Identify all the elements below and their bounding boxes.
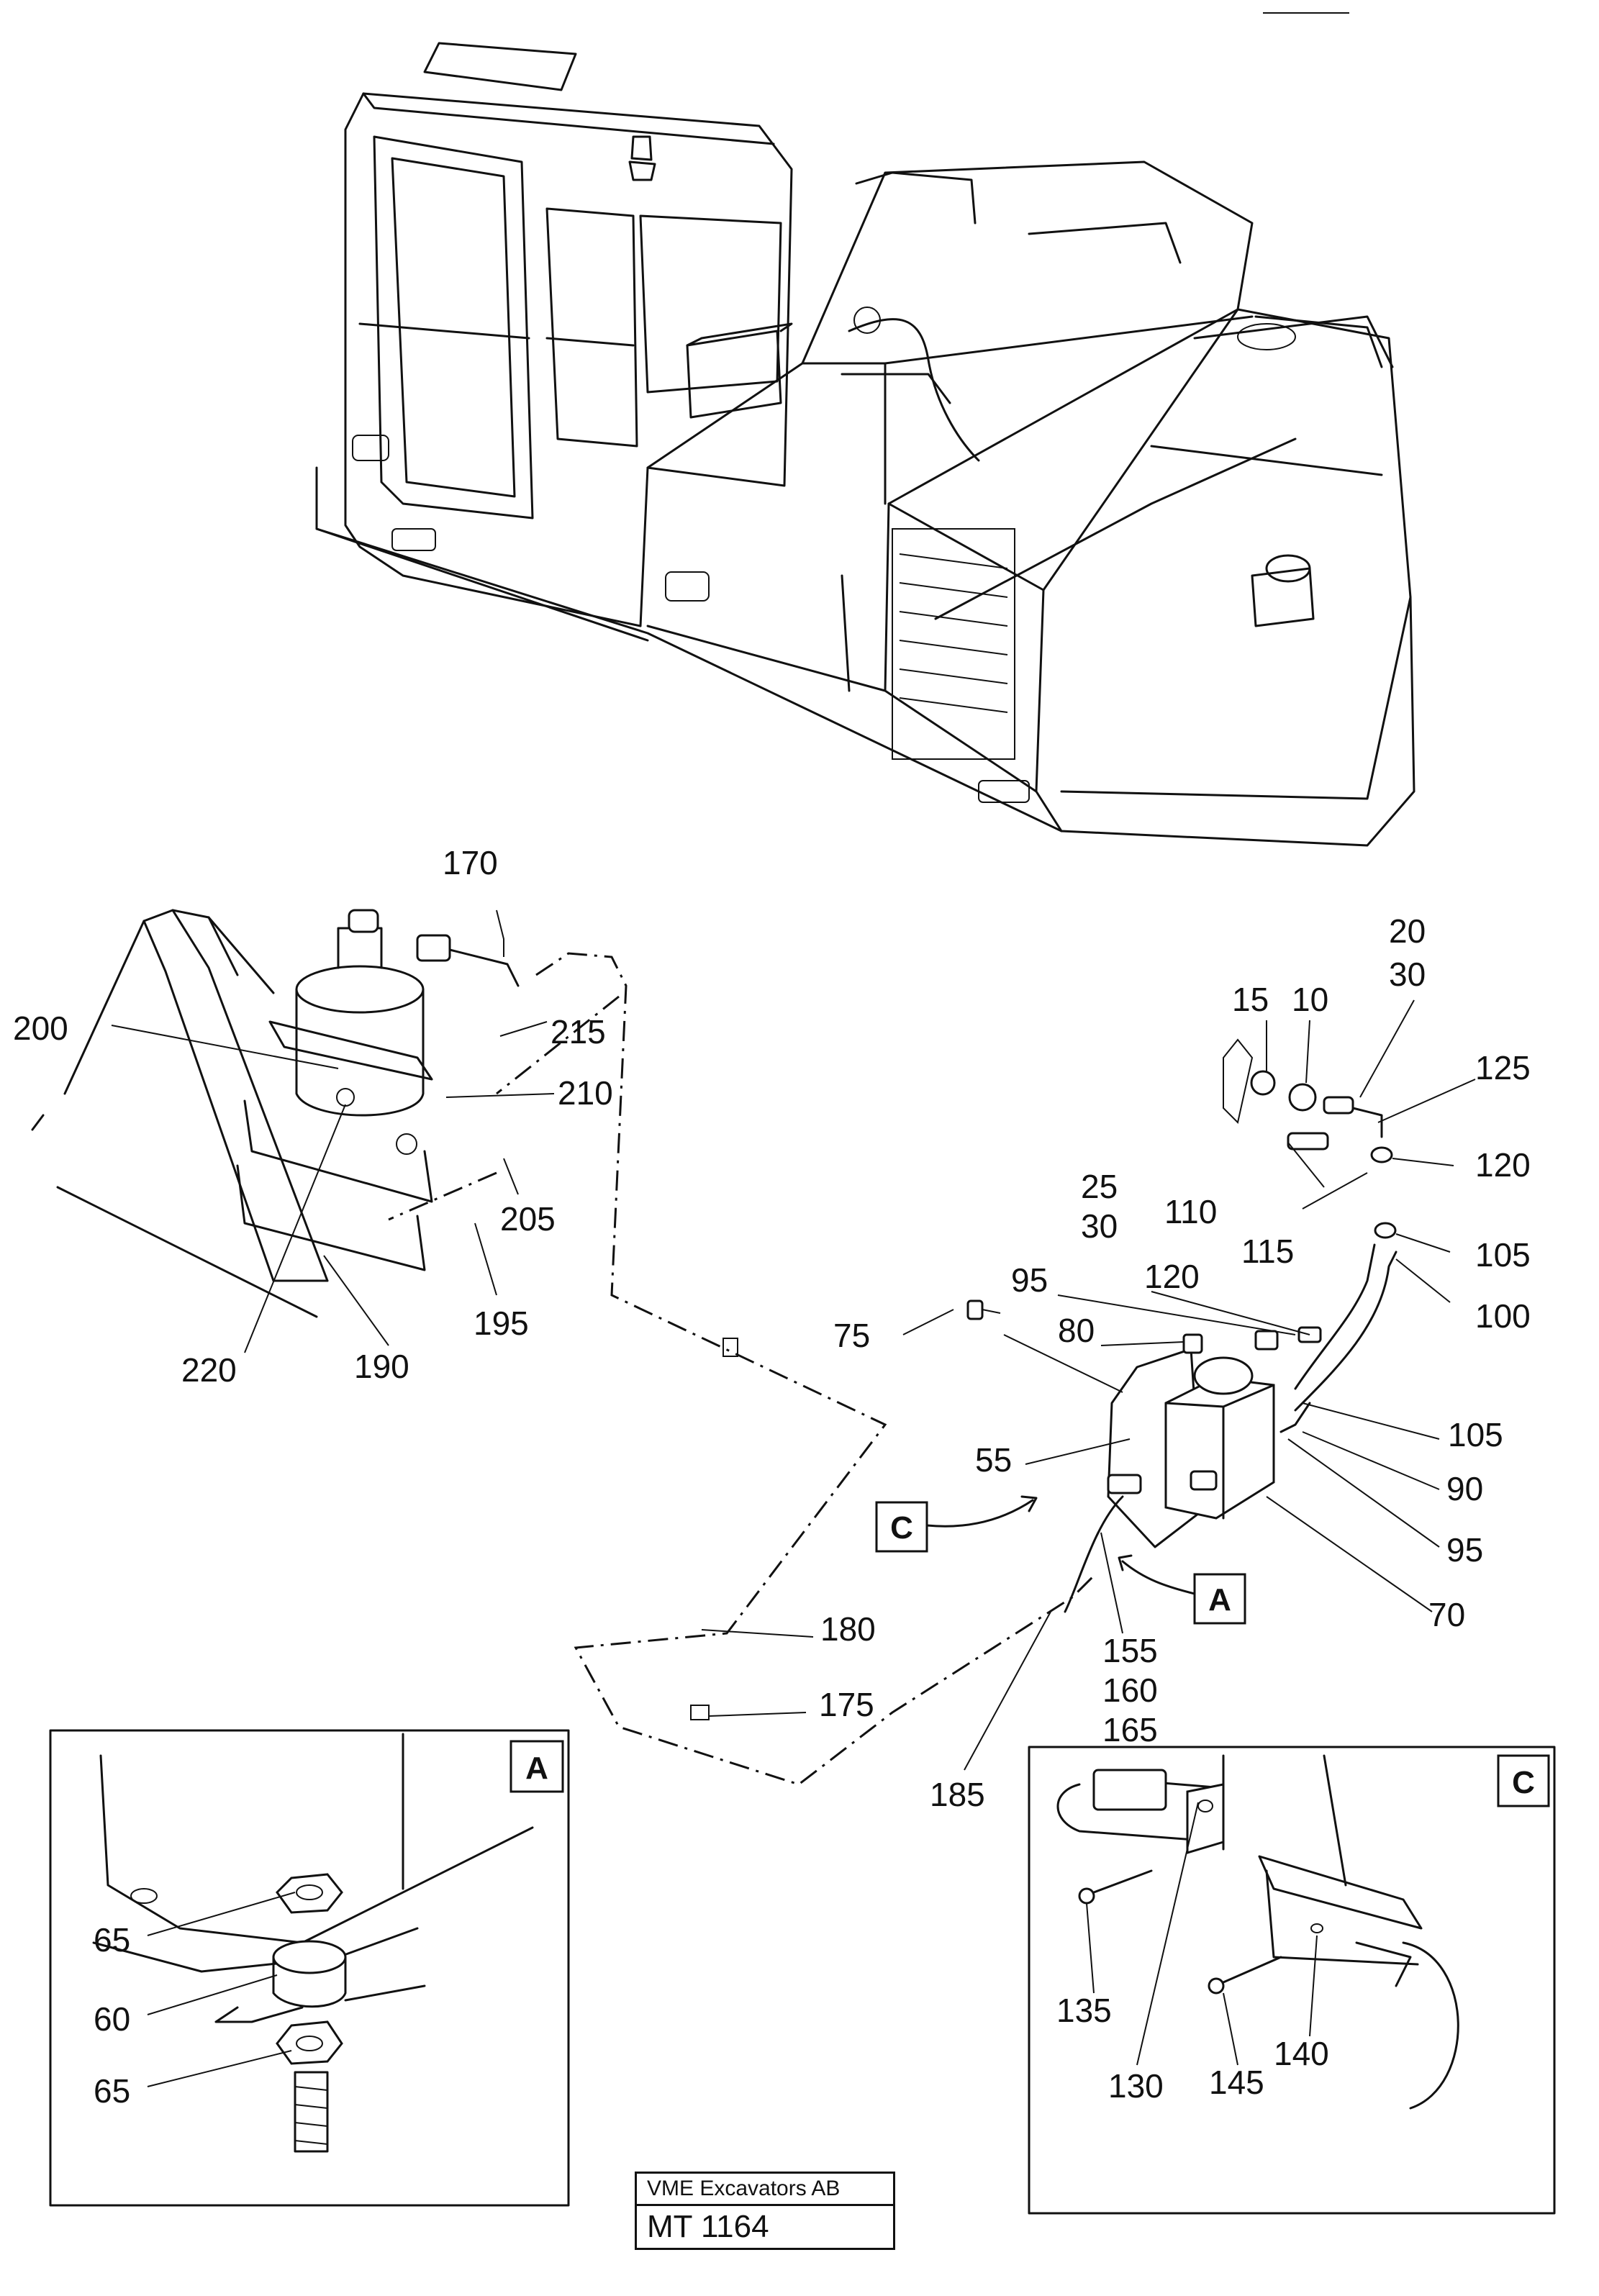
- callout-205: 205: [500, 1200, 556, 1238]
- callout-65-bottom: 65: [94, 2072, 130, 2110]
- callout-220: 220: [181, 1351, 237, 1389]
- callout-75: 75: [833, 1317, 870, 1354]
- callout-115: 115: [1241, 1233, 1294, 1270]
- callout-190: 190: [354, 1348, 409, 1385]
- leader-lines: [111, 909, 1476, 2087]
- callout-100: 100: [1475, 1297, 1531, 1335]
- callout-30-lower: 30: [1081, 1207, 1118, 1245]
- callout-55: 55: [975, 1441, 1012, 1479]
- callout-130: 130: [1108, 2067, 1164, 2105]
- callout-195: 195: [474, 1304, 529, 1342]
- callout-165: 165: [1102, 1711, 1158, 1748]
- filter-bracket-assembly: [31, 909, 520, 1318]
- view-marker-c: C: [890, 1510, 913, 1546]
- document-number: MT 1164: [647, 2209, 769, 2244]
- callout-160: 160: [1102, 1671, 1158, 1709]
- callout-200: 200: [13, 1009, 68, 1047]
- callout-175: 175: [819, 1686, 874, 1723]
- callout-125: 125: [1475, 1049, 1531, 1086]
- callout-15: 15: [1232, 981, 1269, 1018]
- callout-95-lower: 95: [1446, 1531, 1483, 1569]
- callout-10: 10: [1292, 981, 1328, 1018]
- callout-120-upper: 120: [1475, 1146, 1531, 1184]
- callout-105-lower: 105: [1448, 1416, 1503, 1453]
- inset-view-a: A: [49, 1729, 570, 2207]
- callout-180: 180: [820, 1610, 876, 1648]
- callout-25: 25: [1081, 1168, 1118, 1205]
- callout-170: 170: [443, 844, 498, 881]
- callout-30-upper: 30: [1389, 956, 1426, 993]
- inset-a-label: A: [525, 1751, 548, 1786]
- callout-95-upper: 95: [1011, 1261, 1048, 1299]
- callout-140: 140: [1274, 2035, 1329, 2072]
- callout-65-top: 65: [94, 1921, 130, 1959]
- excavator-illustration: [315, 42, 1415, 847]
- callout-185: 185: [930, 1776, 985, 1813]
- washer-reservoir-assembly: [966, 1038, 1398, 1613]
- callout-70: 70: [1428, 1596, 1465, 1633]
- callout-90: 90: [1446, 1470, 1483, 1507]
- hose-routing: [388, 952, 1095, 1786]
- callout-numbers: 170 200 215 210 205 195 220 190 15 10 20…: [13, 844, 1531, 2110]
- callout-120-lower: 120: [1144, 1258, 1200, 1295]
- callout-60: 60: [94, 2000, 130, 2038]
- callout-155: 155: [1102, 1632, 1158, 1669]
- callout-105-upper: 105: [1475, 1236, 1531, 1274]
- view-markers: C A: [875, 1495, 1246, 1625]
- company-name: VME Excavators AB: [637, 2174, 893, 2206]
- view-marker-a: A: [1208, 1582, 1231, 1617]
- callout-20: 20: [1389, 912, 1426, 950]
- callout-145: 145: [1209, 2064, 1264, 2101]
- inset-c-label: C: [1512, 1765, 1535, 1800]
- callout-215: 215: [551, 1013, 606, 1051]
- title-block: VME Excavators AB MT 1164: [635, 2172, 895, 2250]
- inset-view-c: C: [1028, 1746, 1556, 2215]
- callout-210: 210: [558, 1074, 613, 1112]
- callout-135: 135: [1056, 1992, 1112, 2029]
- callout-110: 110: [1164, 1193, 1217, 1230]
- callout-80: 80: [1058, 1312, 1095, 1349]
